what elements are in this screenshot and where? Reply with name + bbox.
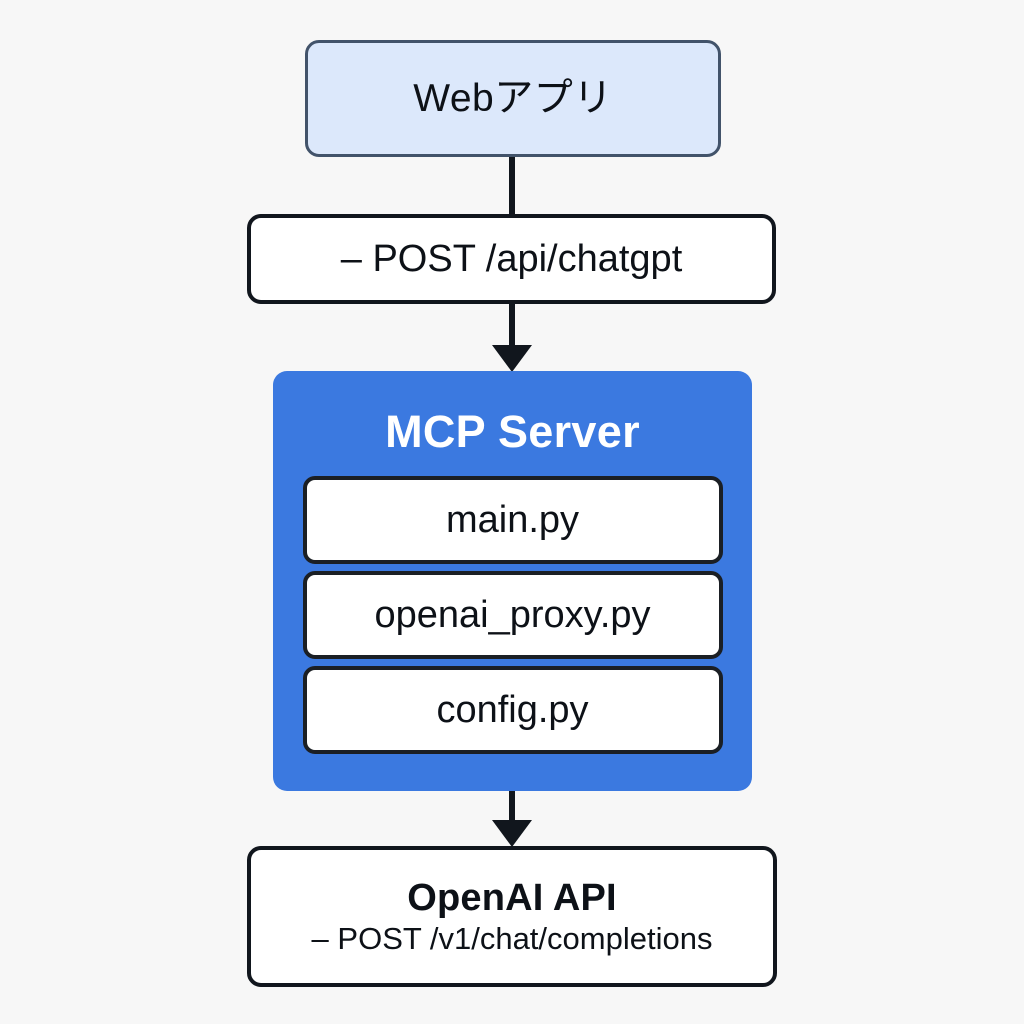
mcp-file-main-py[interactable]: main.py bbox=[302, 476, 723, 564]
arrowhead-post-to-mcp bbox=[492, 345, 532, 372]
node-openai-api[interactable]: OpenAI API – POST /v1/chat/completions bbox=[247, 846, 777, 987]
node-mcp-server-heading: MCP Server bbox=[385, 406, 640, 457]
node-web-app[interactable]: Webアプリ bbox=[305, 40, 721, 157]
node-post-request[interactable]: – POST /api/chatgpt bbox=[247, 214, 776, 304]
node-openai-api-title: OpenAI API bbox=[407, 877, 617, 919]
node-post-request-label: – POST /api/chatgpt bbox=[340, 238, 683, 280]
node-openai-api-subtitle: – POST /v1/chat/completions bbox=[311, 921, 713, 956]
node-mcp-server[interactable]: MCP Server main.py openai_proxy.py confi… bbox=[273, 371, 752, 791]
arrowhead-mcp-to-openai bbox=[492, 820, 532, 847]
mcp-file-main-py-label: main.py bbox=[445, 499, 580, 541]
mcp-file-openai-proxy-py[interactable]: openai_proxy.py bbox=[302, 571, 723, 659]
node-web-app-label: Webアプリ bbox=[413, 77, 613, 120]
mcp-file-config-py-label: config.py bbox=[436, 689, 589, 731]
mcp-file-config-py[interactable]: config.py bbox=[302, 666, 723, 754]
mcp-file-openai-proxy-py-label: openai_proxy.py bbox=[374, 594, 651, 636]
mcp-file-list: main.py openai_proxy.py config.py bbox=[273, 476, 752, 754]
